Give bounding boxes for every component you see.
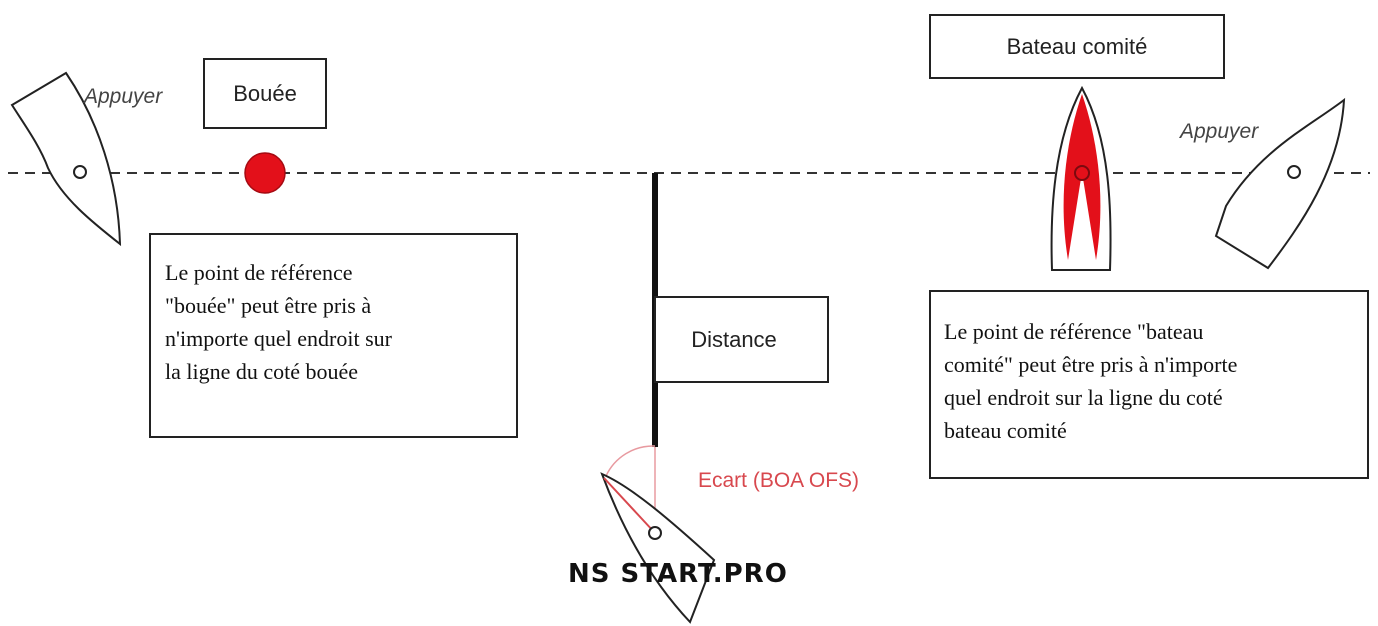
committee-note-line: comité" peut être pris à n'importe [944,352,1237,377]
committee-label: Bateau comité [1007,34,1148,59]
distance-label-box [654,296,829,383]
buoy-icon [244,152,286,194]
buoy-label: Bouée [233,81,297,106]
offset-arc [605,445,656,477]
watermark-logo: NS START.PRO [568,559,788,589]
distance-label: Distance [691,327,777,352]
buoy-note-line: la ligne du coté bouée [165,359,358,384]
push-label-left: Appuyer [82,85,163,108]
bottom-boat-icon [600,472,716,624]
committee-label-box [929,14,1225,79]
committee-note-line: quel endroit sur la ligne du coté [944,385,1223,410]
right-boat-icon [1214,97,1346,270]
buoy-reference-note: Le point de référence "bouée" peut être … [165,260,397,384]
committee-note-line: bateau comité [944,418,1067,443]
buoy-note-line: Le point de référence [165,260,353,285]
committee-boat-icon [1050,85,1112,271]
committee-reference-note: Le point de référence "bateau comité" pe… [944,319,1243,443]
buoy-note-line: n'importe quel endroit sur [165,326,393,351]
buoy-note-line: "bouée" peut être pris à [165,293,371,318]
buoy-label-box [203,58,327,129]
committee-reference-note-box [929,290,1369,479]
buoy-reference-note-box [149,233,518,438]
offset-label: Ecart (BOA OFS) [698,469,859,492]
push-label-right: Appuyer [1178,120,1259,143]
committee-note-line: Le point de référence "bateau [944,319,1203,344]
left-boat-icon [10,71,122,247]
